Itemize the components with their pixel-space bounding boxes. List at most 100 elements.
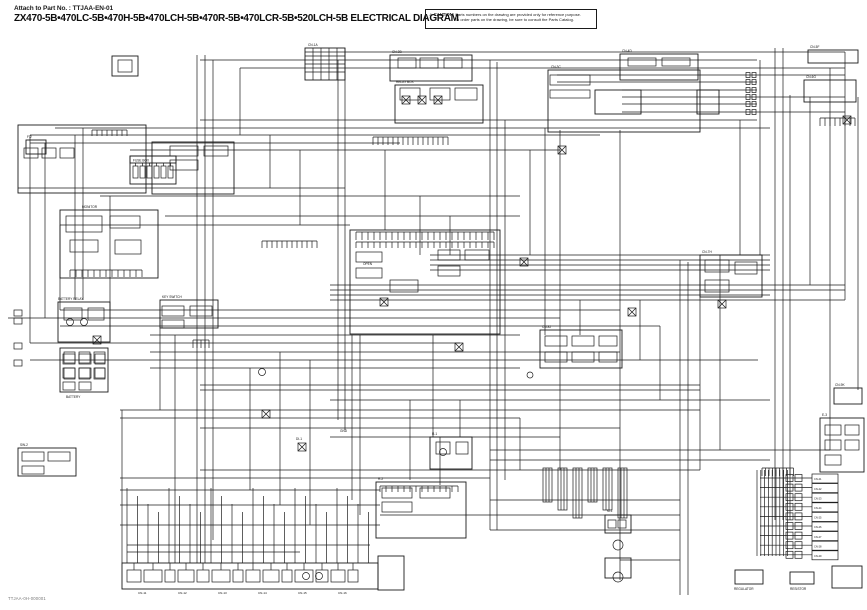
connector-box — [419, 487, 451, 499]
connector-box — [419, 57, 439, 69]
connector-box — [117, 59, 133, 73]
component-label: BATTERY — [66, 395, 81, 399]
fan-conn — [785, 502, 794, 511]
fuse-symbol — [160, 165, 167, 179]
bar-connector — [315, 569, 329, 583]
fusible-link — [23, 147, 39, 159]
connector-label: CN-25 — [814, 516, 822, 520]
component-label: CN-3C — [551, 65, 561, 69]
connector-box — [464, 249, 490, 261]
connector-box — [435, 441, 451, 455]
label-group: FUSE BOX BATTERY BATTERY RELAY KEY SWITC… — [20, 43, 845, 591]
fan-conn — [794, 512, 803, 521]
fan-box — [811, 531, 839, 541]
connector-box — [161, 305, 185, 317]
fan-box — [811, 521, 839, 532]
relay-box — [519, 257, 529, 267]
bar-connector — [281, 569, 293, 583]
relay-box — [842, 115, 852, 125]
component-label: REGULATOR — [734, 587, 754, 591]
component-label: RELAY BOX — [396, 80, 415, 84]
fan-conn — [785, 512, 794, 521]
battery-cell — [93, 351, 106, 364]
wire-end — [751, 87, 757, 93]
connector-box — [399, 87, 421, 101]
fan-conn — [785, 541, 794, 550]
wire-end — [745, 101, 751, 107]
relay-x — [261, 409, 271, 419]
connector-box — [161, 319, 185, 329]
connector-label: CN-16 — [338, 591, 347, 595]
caution-line1: ⚠ CAUTION: Parts numbers on the drawing … — [429, 12, 593, 17]
connector-box — [78, 381, 92, 391]
connector-label: CN-24 — [814, 506, 822, 510]
caution-box: ⚠ CAUTION: Parts numbers on the drawing … — [425, 9, 597, 29]
wire-end — [745, 72, 751, 78]
round-connector — [612, 571, 624, 583]
connector-box — [355, 251, 383, 263]
connector-box — [389, 279, 419, 293]
fan-box — [811, 512, 839, 522]
wire-end — [745, 87, 751, 93]
component-label: CN-6G — [806, 75, 816, 79]
caution-text2: To order parts on the drawing, be sure t… — [455, 17, 574, 22]
connector-box — [78, 353, 92, 365]
fusible-link — [59, 147, 75, 159]
component-label: SW-2 — [20, 443, 28, 447]
relay-box — [92, 335, 102, 345]
round-connector — [526, 371, 534, 379]
connector-box — [544, 335, 568, 347]
battery-cell — [78, 367, 91, 380]
component-label: CN-2B — [392, 50, 402, 54]
page-title: ZX470-5B•470LC-5B•470H-5B•470LCH-5B•470R… — [14, 13, 459, 24]
warning-icon: ⚠ — [429, 12, 433, 17]
component-label: GND — [340, 429, 348, 433]
fuse-symbol — [139, 165, 146, 179]
connector-box — [824, 439, 842, 451]
connector-label: CN-27 — [814, 535, 822, 539]
relay-x — [454, 342, 464, 352]
fan-conn — [794, 531, 803, 540]
relay-x — [557, 145, 567, 155]
connector-box — [824, 454, 842, 466]
connector-strip — [602, 467, 613, 511]
component-label: FUSE BOX — [133, 159, 150, 163]
round-connector — [258, 368, 266, 376]
connector-box — [443, 57, 463, 69]
relay-x — [92, 335, 102, 345]
connector-box — [607, 519, 617, 529]
fan-box — [811, 492, 839, 503]
component-label: BATTERY RELAY — [58, 297, 84, 301]
component-label: R-1 — [432, 432, 437, 436]
bar-connector — [143, 569, 163, 583]
connector-label: CN-29 — [814, 554, 822, 558]
connector-box — [429, 87, 451, 101]
fan-box — [811, 540, 839, 551]
connector-box — [62, 353, 76, 365]
fan-conn — [785, 550, 794, 559]
wire-end — [745, 109, 751, 115]
connector-box — [734, 261, 758, 275]
connector-label: CN-12 — [178, 591, 187, 595]
connector-box — [617, 519, 627, 529]
connector-box — [13, 342, 23, 350]
connector-box — [544, 351, 568, 363]
round-connector — [80, 318, 88, 326]
fan-conn — [794, 522, 803, 530]
relay-x — [842, 115, 852, 125]
fan-conn — [794, 550, 803, 559]
wire-end — [751, 79, 757, 85]
connector-box — [47, 451, 71, 462]
relay-box — [379, 297, 389, 307]
connector-box — [87, 307, 105, 321]
relay-x — [379, 297, 389, 307]
round-connector — [302, 572, 310, 580]
relay-x — [519, 257, 529, 267]
connector-box — [704, 259, 730, 273]
component-label: CN-5F — [810, 45, 819, 49]
connector-box — [824, 424, 842, 436]
connector-box — [661, 57, 691, 67]
bar-connector — [196, 569, 210, 583]
connector-box — [63, 307, 83, 321]
